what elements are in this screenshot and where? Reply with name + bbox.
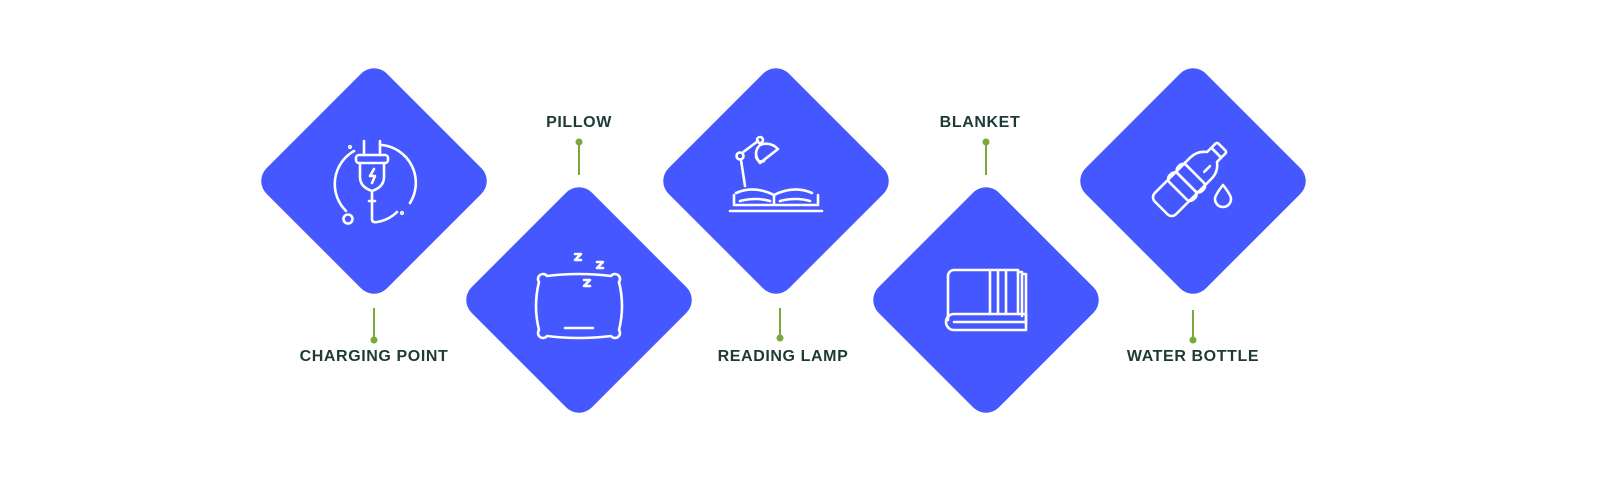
connector-line [578, 142, 580, 175]
connector-dot [776, 334, 784, 342]
connector-line [779, 308, 781, 338]
pillow-icon [529, 250, 629, 350]
connector-dot [1189, 336, 1197, 344]
water-bottle-icon [1143, 131, 1243, 231]
item-label: READING LAMP [717, 348, 849, 365]
plug-icon [324, 131, 424, 231]
connector-line [373, 308, 375, 340]
item-label: WATER BOTTLE [1126, 348, 1260, 365]
connector-line [985, 142, 987, 175]
lamp-book-icon [726, 131, 826, 231]
connector-dot [370, 336, 378, 344]
item-label: PILLOW [546, 114, 612, 131]
blanket-icon [936, 250, 1036, 350]
item-label: BLANKET [939, 114, 1021, 131]
item-label: CHARGING POINT [299, 348, 449, 365]
connector-line [1192, 310, 1194, 340]
